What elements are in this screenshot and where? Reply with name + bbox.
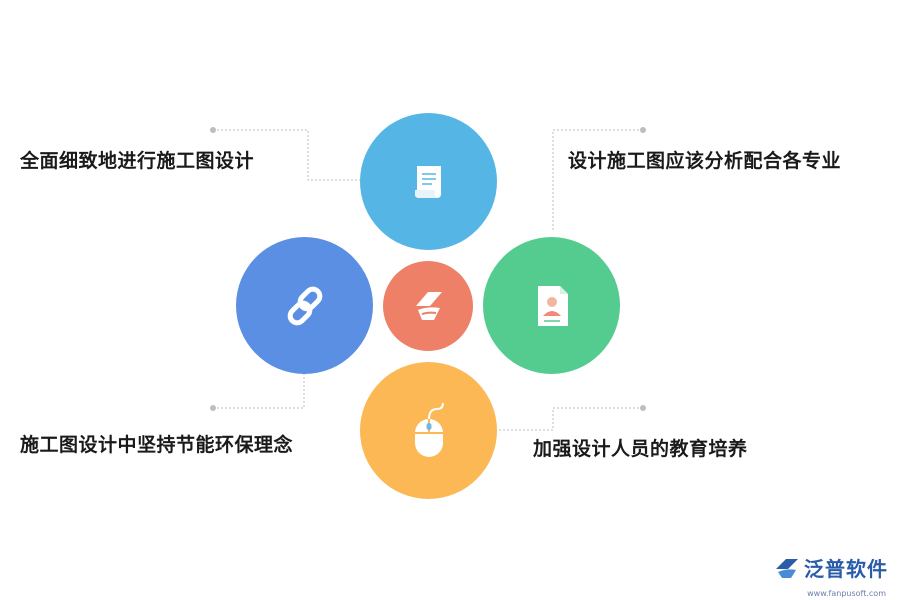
chain-link-icon <box>287 286 322 325</box>
brand-url: www.fanpusoft.com <box>807 589 886 598</box>
label-bottom-left: 施工图设计中坚持节能环保理念 <box>20 434 294 456</box>
label-bottom-right: 加强设计人员的教育培养 <box>533 438 748 460</box>
connector-dot-top-right <box>640 127 646 133</box>
circle-right <box>483 237 620 374</box>
brand-watermark: 泛普软件 <box>774 553 888 582</box>
document-scroll-icon <box>414 165 441 198</box>
brand-name: 泛普软件 <box>804 557 888 581</box>
connector-dot-bottom-right <box>640 405 646 411</box>
brand-logo-icon <box>416 292 442 320</box>
profile-card-icon <box>537 285 568 326</box>
label-top-left: 全面细致地进行施工图设计 <box>20 150 255 172</box>
circle-bottom <box>360 362 497 499</box>
connector-dot-top-left <box>210 127 216 133</box>
circle-left <box>236 237 373 374</box>
connector-top-right <box>552 129 643 232</box>
label-top-right: 设计施工图应该分析配合各专业 <box>568 150 842 172</box>
mouse-icon <box>414 402 444 457</box>
brand-mark-icon <box>776 558 798 578</box>
connector-bottom-left <box>213 372 305 409</box>
connector-bottom-right <box>497 407 643 431</box>
circle-center <box>383 261 473 351</box>
circle-top <box>360 113 497 250</box>
connector-top-left <box>213 129 360 181</box>
connector-dot-bottom-left <box>210 405 216 411</box>
